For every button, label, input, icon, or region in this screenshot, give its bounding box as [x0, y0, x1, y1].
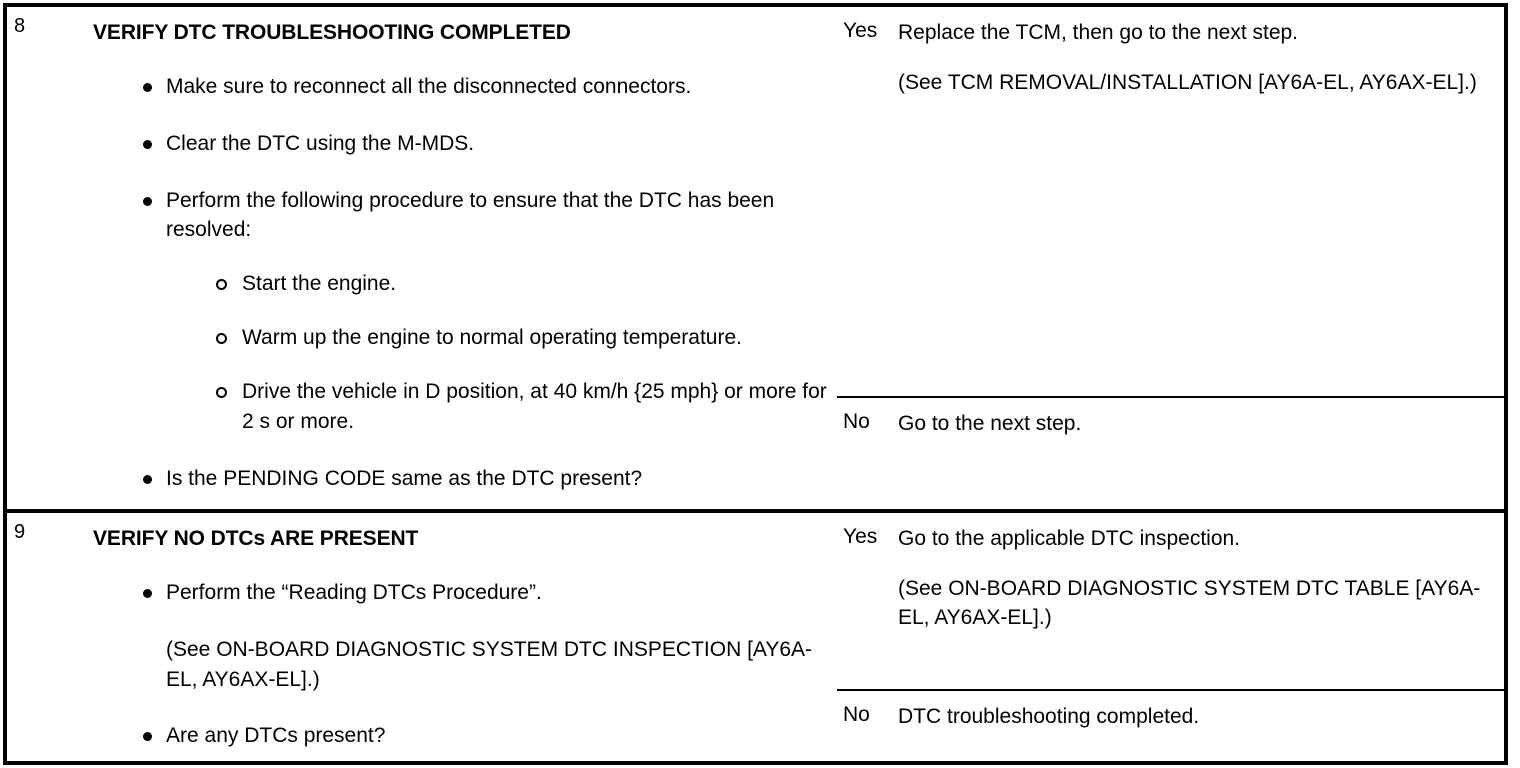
- result-label-cell-9-no: No: [837, 688, 889, 761]
- sub-list-item-text: Start the engine.: [242, 272, 397, 296]
- action-paragraph: (See TCM REMOVAL/INSTALLATION [AY6A-EL, …: [898, 71, 1477, 95]
- action-cell-8-yes: Replace the TCM, then go to the next ste…: [889, 7, 1504, 397]
- list-item-text: (See ON-BOARD DIAGNOSTIC SYSTEM DTC INSP…: [166, 637, 813, 691]
- action-cell-9-no: DTC troubleshooting completed.: [889, 688, 1504, 761]
- sub-list-item-text: Warm up the engine to normal operating t…: [242, 326, 742, 350]
- table-row-step-9: 9 VERIFY NO DTCs ARE PRESENT Perform the…: [7, 508, 1504, 761]
- list-item: Clear the DTC using the M-MDS.: [142, 129, 837, 159]
- table-row-step-9-no: No DTC troubleshooting completed.: [7, 688, 1504, 761]
- sub-list-item: Start the engine.: [216, 269, 837, 299]
- step-8-sub-bullet-list: Start the engine. Warm up the engine to …: [166, 269, 837, 436]
- action-text-9-no: DTC troubleshooting completed.: [889, 691, 1504, 731]
- action-paragraph: (See ON-BOARD DIAGNOSTIC SYSTEM DTC TABL…: [898, 577, 1481, 629]
- step-heading-8: VERIFY DTC TROUBLESHOOTING COMPLETED: [93, 21, 571, 44]
- action-paragraph: Go to the next step.: [898, 412, 1082, 435]
- list-item-text: Clear the DTC using the M-MDS.: [166, 131, 475, 155]
- troubleshooting-table: 8 VERIFY DTC TROUBLESHOOTING COMPLETED M…: [7, 7, 1504, 761]
- step-number-8: 8: [14, 15, 26, 37]
- list-item: Are any DTCs present?: [142, 721, 837, 751]
- list-item: Is the PENDING CODE same as the DTC pres…: [142, 464, 837, 494]
- result-label-cell-9-yes: Yes: [837, 508, 889, 690]
- result-label-no: No: [843, 410, 870, 433]
- action-paragraph: Go to the applicable DTC inspection.: [898, 526, 1241, 550]
- list-item-text: Are any DTCs present?: [166, 724, 386, 748]
- result-label-yes: Yes: [843, 524, 878, 548]
- list-item-text: Is the PENDING CODE same as the DTC pres…: [166, 466, 643, 490]
- action-cell-8-no: Go to the next step.: [889, 396, 1504, 511]
- list-item-text: Make sure to reconnect all the disconnec…: [166, 75, 692, 98]
- step-heading-9: VERIFY NO DTCs ARE PRESENT: [93, 526, 419, 550]
- action-text-9-yes: Go to the applicable DTC inspection. (Se…: [889, 513, 1504, 632]
- list-item: Perform the “Reading DTCs Procedure”.: [142, 578, 837, 608]
- table-row-step-8: 8 VERIFY DTC TROUBLESHOOTING COMPLETED M…: [7, 7, 1504, 490]
- list-item-text: Perform the following procedure to ensur…: [166, 188, 775, 242]
- action-paragraph: DTC troubleshooting completed.: [898, 704, 1200, 728]
- list-item-note: (See ON-BOARD DIAGNOSTIC SYSTEM DTC INSP…: [142, 635, 837, 695]
- list-item-text: Perform the “Reading DTCs Procedure”.: [166, 580, 542, 604]
- step-number-9: 9: [14, 520, 26, 543]
- action-cell-9-yes: Go to the applicable DTC inspection. (Se…: [889, 508, 1504, 690]
- result-label-cell-8-yes: Yes: [837, 7, 889, 397]
- action-text-8-yes: Replace the TCM, then go to the next ste…: [889, 7, 1504, 98]
- sub-list-item: Drive the vehicle in D position, at 40 k…: [216, 377, 837, 437]
- step-8-bullet-list: Make sure to reconnect all the disconnec…: [84, 72, 837, 493]
- sub-list-item-text: Drive the vehicle in D position, at 40 k…: [242, 379, 827, 433]
- sub-list-item: Warm up the engine to normal operating t…: [216, 323, 837, 353]
- result-label-yes: Yes: [843, 19, 878, 42]
- step-body-cell-8: VERIFY DTC TROUBLESHOOTING COMPLETED Mak…: [84, 7, 837, 511]
- troubleshooting-table-frame: 8 VERIFY DTC TROUBLESHOOTING COMPLETED M…: [3, 3, 1508, 765]
- step-number-cell-8: 8: [7, 7, 84, 511]
- result-label-no: No: [843, 702, 870, 726]
- action-paragraph: Replace the TCM, then go to the next ste…: [898, 21, 1299, 44]
- action-text-8-no: Go to the next step.: [889, 398, 1504, 438]
- step-9-bullet-list: Perform the “Reading DTCs Procedure”. (S…: [84, 578, 837, 751]
- result-label-cell-8-no: No: [837, 396, 889, 511]
- list-item: Perform the following procedure to ensur…: [142, 186, 837, 437]
- step-number-cell-9: 9: [7, 508, 84, 761]
- list-item: Make sure to reconnect all the disconnec…: [142, 72, 837, 102]
- step-body-cell-9: VERIFY NO DTCs ARE PRESENT Perform the “…: [84, 508, 837, 761]
- table-row-step-8-no: No Go to the next step.: [7, 396, 1504, 511]
